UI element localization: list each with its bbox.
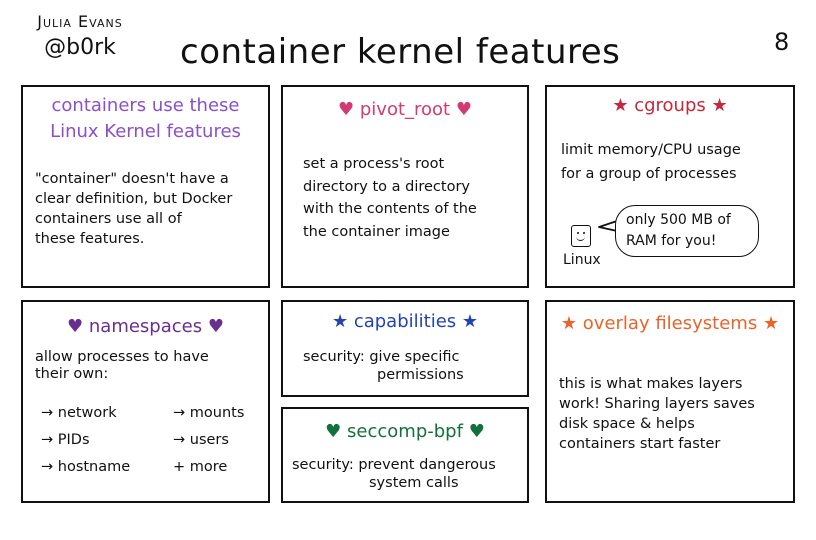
- intro-body-line: clear definition, but Docker: [35, 191, 233, 207]
- list-item: → PIDs: [41, 432, 90, 448]
- smiley-face-icon: [571, 225, 591, 247]
- capabilities-title-text: capabilities: [353, 311, 457, 332]
- cgroups-title-text: cgroups: [634, 95, 706, 116]
- author-handle: @b0rk: [44, 35, 116, 60]
- cgroups-body-line: for a group of processes: [561, 166, 737, 182]
- namespaces-title-text: namespaces: [88, 316, 203, 337]
- author-name: Julia Evans: [37, 12, 123, 31]
- heart-icon: ♥: [468, 421, 485, 442]
- cgroups-body: limit memory/CPU usage for a group of pr…: [561, 138, 741, 186]
- pivot-root-title: ♥ pivot_root ♥: [283, 97, 527, 123]
- overlay-body: this is what makes layers work! Sharing …: [559, 374, 755, 454]
- page-title: container kernel features: [180, 32, 621, 72]
- namespaces-title: ♥ namespaces ♥: [23, 314, 268, 340]
- seccomp-body-line: security: prevent dangerous: [292, 457, 496, 473]
- star-icon: ★: [762, 313, 780, 334]
- speech-line: only 500 MB of: [626, 212, 731, 228]
- seccomp-body-line: system calls: [369, 475, 459, 491]
- capabilities-panel: ★ capabilities ★ security: give specific…: [281, 300, 529, 397]
- star-icon: ★: [711, 95, 728, 116]
- heart-icon: ♥: [338, 99, 355, 120]
- seccomp-title: ♥ seccomp-bpf ♥: [283, 419, 527, 445]
- pivot-root-title-text: pivot_root: [359, 99, 451, 120]
- overlay-body-line: work! Sharing layers saves: [559, 396, 755, 412]
- overlay-body-line: this is what makes layers: [559, 376, 743, 392]
- seccomp-body: security: prevent dangerous system calls: [292, 456, 496, 492]
- overlay-title: ★ overlay filesystems ★: [547, 311, 793, 337]
- heart-icon: ♥: [207, 316, 224, 337]
- overlay-title-text: overlay filesystems: [582, 313, 758, 334]
- pivot-root-body-line: set a process's root: [303, 156, 445, 172]
- list-item: → network: [41, 405, 117, 421]
- pivot-root-body-line: the container image: [303, 223, 450, 240]
- cgroups-title: ★ cgroups ★: [547, 93, 793, 119]
- cgroups-body-line: limit memory/CPU usage: [561, 142, 741, 158]
- namespaces-body-line: their own:: [35, 366, 109, 382]
- list-item: + more: [173, 459, 228, 475]
- author-block: Julia Evans @b0rk: [10, 12, 150, 60]
- heart-icon: ♥: [455, 99, 472, 120]
- intro-title-line1: containers use these: [51, 95, 240, 116]
- cgroups-panel: ★ cgroups ★ limit memory/CPU usage for a…: [545, 85, 795, 288]
- capabilities-body-line: permissions: [377, 367, 464, 383]
- heart-icon: ♥: [67, 316, 84, 337]
- capabilities-body-line: security: give specific: [303, 349, 460, 365]
- seccomp-panel: ♥ seccomp-bpf ♥ security: prevent danger…: [281, 407, 529, 503]
- namespaces-panel: ♥ namespaces ♥ allow processes to have t…: [21, 300, 270, 503]
- pivot-root-body: set a process's root directory to a dire…: [303, 153, 477, 243]
- speech-bubble-tail: [598, 220, 618, 232]
- seccomp-title-text: seccomp-bpf: [347, 421, 463, 442]
- intro-title: containers use these Linux Kernel featur…: [23, 93, 268, 145]
- intro-body-line: "container" doesn't have a: [35, 171, 229, 187]
- capabilities-title: ★ capabilities ★: [283, 309, 527, 335]
- overlay-body-line: containers start faster: [559, 436, 721, 452]
- star-icon: ★: [612, 95, 629, 116]
- heart-icon: ♥: [325, 421, 342, 442]
- intro-title-line2: Linux Kernel features: [50, 121, 241, 142]
- overlay-filesystems-panel: ★ overlay filesystems ★ this is what mak…: [545, 300, 795, 503]
- namespaces-body-line: allow processes to have: [35, 349, 209, 365]
- speech-line: RAM for you!: [626, 233, 717, 249]
- intro-body-line: containers use all of: [35, 211, 182, 227]
- overlay-body-line: disk space & helps: [559, 416, 695, 432]
- pivot-root-body-line: directory to a directory: [303, 178, 471, 195]
- star-icon: ★: [331, 311, 349, 332]
- pivot-root-panel: ♥ pivot_root ♥ set a process's root dire…: [281, 85, 529, 288]
- linux-label: Linux: [563, 252, 601, 268]
- list-item: → hostname: [41, 459, 131, 475]
- list-item: → mounts: [173, 405, 245, 421]
- capabilities-body: security: give specific permissions: [303, 348, 464, 384]
- intro-body-line: these features.: [35, 231, 145, 247]
- star-icon: ★: [461, 311, 479, 332]
- namespaces-body: allow processes to have their own:: [35, 349, 209, 383]
- star-icon: ★: [560, 313, 578, 334]
- speech-bubble: only 500 MB of RAM for you!: [615, 205, 759, 257]
- intro-panel: containers use these Linux Kernel featur…: [21, 85, 270, 288]
- intro-body: "container" doesn't have a clear definit…: [35, 169, 232, 249]
- page-number: 8: [774, 28, 790, 56]
- pivot-root-body-line: with the contents of the: [303, 201, 477, 217]
- list-item: → users: [173, 432, 229, 448]
